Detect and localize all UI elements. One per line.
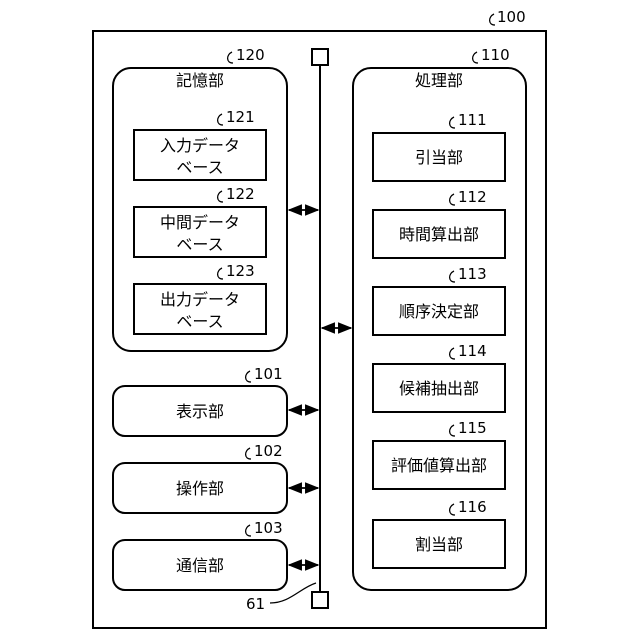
output-database-ref: 123 [226,262,255,280]
input-database-label-2: ベース [176,158,223,177]
reservation-unit-ref: 111 [458,111,487,129]
processing-ref: 110 [481,46,510,64]
device-ref: 100 [497,8,526,26]
assignment-unit-ref: 116 [458,498,487,516]
candidate-extraction-unit-ref: 114 [458,342,487,360]
display-unit-label: 表示部 [176,402,224,421]
output-database-label-1: 出力データ [160,290,240,309]
operation-unit-ref: 102 [254,442,283,460]
processing-unit [353,68,526,590]
reservation-unit-label: 引当部 [415,148,463,167]
bus-top-terminal [312,49,328,65]
display-unit-ref: 101 [254,365,283,383]
communication-unit-label: 通信部 [176,556,224,575]
assignment-unit-ref-leader [450,504,455,515]
device-ref-leader [490,14,495,25]
input-database-label-1: 入力データ [160,136,240,155]
time-calculation-unit-label: 時間算出部 [399,225,479,244]
storage-ref-leader [228,52,233,63]
communication-unit-ref-leader [246,525,251,536]
intermediate-database-label-2: ベース [176,235,223,254]
order-determination-unit-ref: 113 [458,265,487,283]
bus-ref: 61 [246,595,265,613]
intermediate-database-label-1: 中間データ [160,213,240,232]
candidate-extraction-unit-ref-leader [450,348,455,359]
storage-title: 記憶部 [176,71,224,90]
evaluation-calculation-unit-ref: 115 [458,419,487,437]
order-determination-unit-label: 順序決定部 [399,302,479,321]
evaluation-calculation-unit-label: 評価値算出部 [391,456,487,475]
input-database-ref-leader [218,114,223,125]
bus-ref-leader [270,583,316,603]
bus-bottom-terminal [312,592,328,608]
processing-ref-leader [473,52,478,63]
processing-title: 処理部 [415,71,463,90]
candidate-extraction-unit-label: 候補抽出部 [399,379,479,398]
communication-unit-ref: 103 [254,519,283,537]
intermediate-database-ref-leader [218,191,223,202]
output-database-ref-leader [218,268,223,279]
time-calculation-unit-ref: 112 [458,188,487,206]
evaluation-calculation-unit-ref-leader [450,425,455,436]
storage-ref: 120 [236,46,265,64]
display-unit-ref-leader [246,371,251,382]
reservation-unit-ref-leader [450,117,455,128]
assignment-unit-label: 割当部 [415,535,463,554]
order-determination-unit-ref-leader [450,271,455,282]
operation-unit-label: 操作部 [176,479,224,498]
output-database-label-2: ベース [176,312,223,331]
time-calculation-unit-ref-leader [450,194,455,205]
input-database-ref: 121 [226,108,255,126]
intermediate-database-ref: 122 [226,185,255,203]
operation-unit-ref-leader [246,448,251,459]
